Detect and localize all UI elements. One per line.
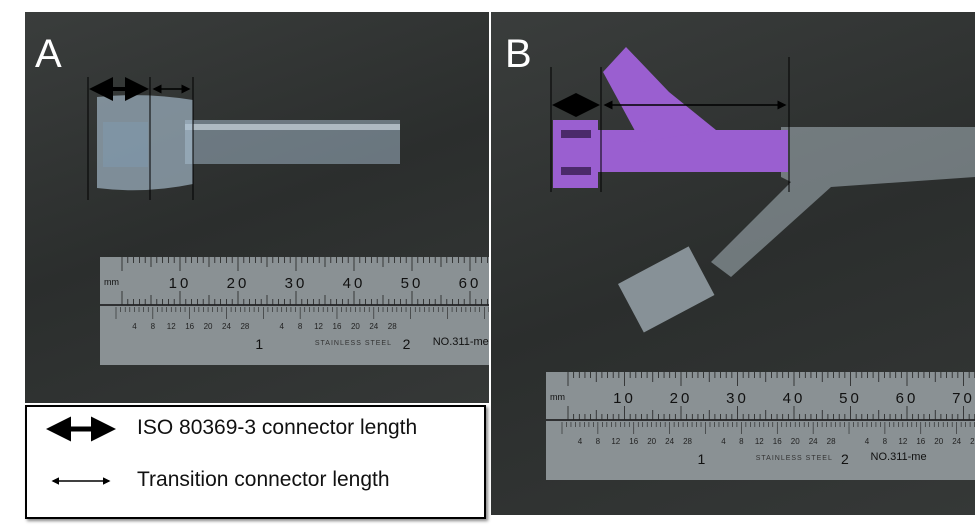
ruler-small-label: 4	[865, 437, 870, 446]
legend-label-iso: ISO 80369-3 connector length	[137, 416, 418, 439]
ruler-label: 10	[169, 275, 192, 292]
side-port-connector	[618, 246, 715, 333]
ruler-small-label: 28	[240, 322, 249, 331]
ruler-label: 10	[613, 390, 636, 407]
ruler-label: 40	[783, 390, 806, 407]
ruler-small-label: 24	[665, 437, 674, 446]
ruler-small-label: 8	[883, 437, 888, 446]
ruler-small-label: 16	[185, 322, 194, 331]
ruler-small-label: 4	[578, 437, 583, 446]
ruler-inch-label: 1	[698, 451, 706, 467]
ruler-small-label: 16	[333, 322, 342, 331]
ruler-label: 40	[343, 275, 366, 292]
legend: ISO 80369-3 connector length Transition …	[25, 405, 486, 519]
ruler-unit: mm	[104, 277, 119, 287]
ruler-inch-label: 2	[403, 336, 411, 352]
legend-label-transition: Transition connector length	[137, 468, 390, 491]
ruler-inch-label: 1	[255, 336, 263, 352]
ruler-small-label: 28	[683, 437, 692, 446]
ruler-small-label: 24	[369, 322, 378, 331]
ruler-small-label: 4	[280, 322, 285, 331]
ruler-body	[100, 257, 489, 365]
ruler-small-label: 28	[970, 437, 975, 446]
ruler-body	[546, 372, 975, 480]
ruler-small-label: 4	[721, 437, 726, 446]
panel-label: B	[505, 32, 532, 76]
purple-enfit-connector	[553, 47, 788, 188]
ruler-label: 70	[952, 390, 975, 407]
ruler-small-label: 12	[167, 322, 176, 331]
ruler-label: 20	[227, 275, 250, 292]
legend-arrows	[46, 416, 116, 485]
ruler-small-label: 24	[222, 322, 231, 331]
ruler-small-label: 8	[739, 437, 744, 446]
ruler-small-label: 4	[132, 322, 137, 331]
ruler-small-label: 20	[204, 322, 213, 331]
ruler-label: 60	[459, 275, 482, 292]
ruler-text: STAINLESS STEEL	[315, 340, 392, 347]
ruler-small-label: 16	[773, 437, 782, 446]
ruler-text: STAINLESS STEEL	[756, 455, 833, 462]
ruler-label: 50	[839, 390, 862, 407]
ruler-small-label: 12	[314, 322, 323, 331]
ruler-small-label: 20	[351, 322, 360, 331]
ruler-small-label: 12	[898, 437, 907, 446]
ruler-small-label: 8	[151, 322, 156, 331]
ruler-label: 60	[896, 390, 919, 407]
ruler-small-label: 8	[298, 322, 303, 331]
panel-label: A	[35, 32, 62, 76]
ruler-text: NO.311-me	[433, 336, 489, 348]
ruler-small-label: 8	[596, 437, 601, 446]
ruler-small-label: 12	[755, 437, 764, 446]
ruler-label: 20	[670, 390, 693, 407]
ruler-text: NO.311-me	[871, 451, 927, 463]
ruler-small-label: 20	[791, 437, 800, 446]
ruler-small-label: 20	[934, 437, 943, 446]
ruler-label: 30	[726, 390, 749, 407]
ruler-unit: mm	[550, 392, 565, 402]
ruler-small-label: 28	[388, 322, 397, 331]
ruler-small-label: 16	[629, 437, 638, 446]
ruler-small-label: 24	[952, 437, 961, 446]
ruler-inch-label: 2	[841, 451, 849, 467]
ruler-small-label: 24	[809, 437, 818, 446]
ruler-small-label: 16	[916, 437, 925, 446]
y-tube	[711, 127, 975, 277]
ruler-small-label: 28	[827, 437, 836, 446]
ruler-small-label: 12	[611, 437, 620, 446]
ruler-small-label: 20	[647, 437, 656, 446]
ruler-label: 50	[401, 275, 424, 292]
ruler-label: 30	[285, 275, 308, 292]
